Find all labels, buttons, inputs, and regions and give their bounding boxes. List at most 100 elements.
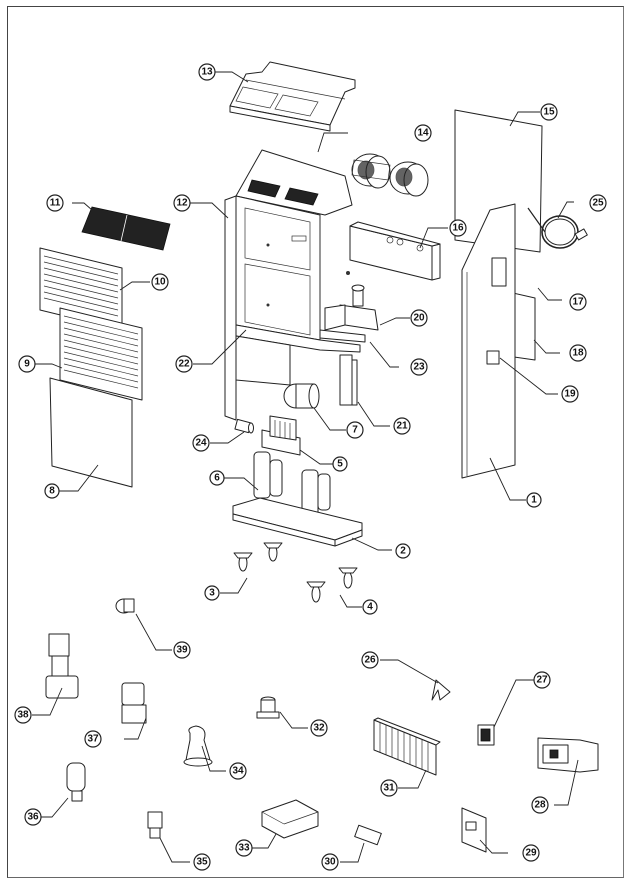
svg-text:28: 28 — [534, 800, 546, 811]
svg-text:5: 5 — [337, 459, 343, 470]
callout-31: 31 — [380, 779, 398, 797]
callout-12: 12 — [173, 194, 191, 212]
svg-text:19: 19 — [564, 389, 576, 400]
diagram-frame — [7, 6, 624, 878]
callout-21: 21 — [393, 417, 411, 435]
svg-text:21: 21 — [396, 421, 408, 432]
svg-text:32: 32 — [313, 723, 325, 734]
svg-text:20: 20 — [413, 313, 425, 324]
svg-text:25: 25 — [592, 198, 604, 209]
svg-text:24: 24 — [195, 438, 207, 449]
callout-9: 9 — [18, 355, 36, 373]
callout-7: 7 — [346, 421, 364, 439]
callout-33: 33 — [235, 839, 253, 857]
part-top-cover — [229, 61, 356, 132]
callout-13: 13 — [198, 63, 216, 81]
part-heater-element — [339, 354, 358, 406]
callout-3: 3 — [204, 585, 220, 601]
part-display-28 — [537, 737, 599, 773]
callout-5: 5 — [332, 456, 348, 472]
svg-text:23: 23 — [413, 362, 425, 373]
svg-text:38: 38 — [17, 710, 29, 721]
svg-text:15: 15 — [543, 107, 555, 118]
callout-16: 16 — [449, 219, 467, 237]
callout-39: 39 — [173, 641, 191, 659]
callout-10: 10 — [151, 273, 169, 291]
svg-text:2: 2 — [400, 546, 406, 557]
part-potentiometer-29 — [461, 807, 487, 853]
svg-text:8: 8 — [49, 486, 55, 497]
callout-18: 18 — [569, 344, 587, 362]
part-casters — [233, 542, 358, 603]
svg-text:31: 31 — [383, 783, 395, 794]
part-sensor-36 — [66, 762, 86, 802]
svg-text:16: 16 — [452, 223, 464, 234]
part-side-panel — [461, 203, 516, 479]
svg-text:4: 4 — [367, 602, 373, 613]
part-louver-grille-lower — [59, 307, 143, 401]
svg-text:35: 35 — [196, 857, 208, 868]
callout-35: 35 — [193, 853, 211, 871]
callout-34: 34 — [229, 762, 247, 780]
part-bracket-26 — [431, 679, 451, 701]
callout-23: 23 — [410, 358, 428, 376]
part-power-cord — [527, 207, 588, 249]
part-top-grille — [81, 206, 171, 251]
callout-37: 37 — [84, 730, 102, 748]
part-connector-32 — [256, 696, 280, 719]
svg-text:7: 7 — [352, 425, 358, 436]
svg-text:6: 6 — [214, 473, 220, 484]
svg-text:34: 34 — [232, 766, 244, 777]
svg-text:9: 9 — [24, 359, 30, 370]
part-fitting-39 — [115, 598, 135, 614]
svg-text:37: 37 — [87, 734, 99, 745]
svg-text:13: 13 — [201, 67, 213, 78]
callout-22: 22 — [175, 355, 193, 373]
callout-29: 29 — [522, 844, 540, 862]
part-main-frame — [224, 149, 361, 421]
callout-20: 20 — [410, 309, 428, 327]
part-capacitor — [234, 418, 254, 434]
callout-36: 36 — [24, 808, 42, 826]
callout-24: 24 — [192, 434, 210, 452]
svg-text:39: 39 — [176, 645, 188, 656]
callout-14: 14 — [414, 124, 432, 142]
part-float-34 — [183, 725, 213, 767]
part-rocker-switch-27 — [477, 724, 495, 746]
part-pump-box — [324, 284, 379, 331]
part-blower-fans — [351, 153, 429, 197]
callout-32: 32 — [310, 719, 328, 737]
callout-6: 6 — [209, 470, 225, 486]
callout-15: 15 — [540, 103, 558, 121]
callout-30: 30 — [321, 853, 339, 871]
svg-text:18: 18 — [572, 348, 584, 359]
callout-2: 2 — [395, 543, 411, 559]
part-valve-37 — [121, 682, 147, 724]
callout-38: 38 — [14, 706, 32, 724]
callout-25: 25 — [589, 194, 607, 212]
svg-text:10: 10 — [154, 277, 166, 288]
svg-text:12: 12 — [176, 198, 188, 209]
callout-19: 19 — [561, 385, 579, 403]
svg-text:36: 36 — [27, 812, 39, 823]
part-compressors — [253, 451, 331, 517]
callout-4: 4 — [362, 599, 378, 615]
callout-11: 11 — [46, 194, 64, 212]
part-switch-35 — [147, 811, 163, 839]
svg-text:3: 3 — [209, 588, 215, 599]
svg-text:29: 29 — [525, 848, 537, 859]
svg-text:17: 17 — [572, 297, 584, 308]
callout-8: 8 — [44, 483, 60, 499]
svg-text:33: 33 — [238, 843, 250, 854]
part-tube-30 — [354, 824, 382, 846]
part-transformer — [261, 415, 301, 456]
leader-lines — [32, 71, 579, 863]
svg-text:11: 11 — [50, 198, 61, 209]
svg-text:1: 1 — [531, 495, 537, 506]
svg-text:30: 30 — [324, 857, 336, 868]
callout-28: 28 — [531, 796, 549, 814]
part-drain-tray — [319, 329, 366, 343]
callout-26: 26 — [361, 651, 379, 669]
callout-27: 27 — [533, 671, 551, 689]
